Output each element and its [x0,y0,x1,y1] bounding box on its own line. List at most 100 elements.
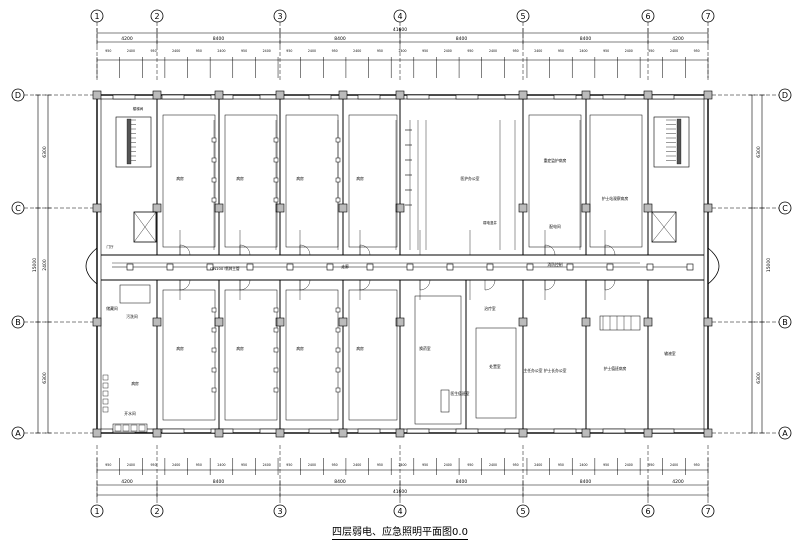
dim-text-bottom-detail: 2400 [127,463,135,467]
window-bottom [357,428,381,434]
axis-label-top: 2 [154,12,159,21]
structural-column [518,317,528,327]
equipment-panel [440,389,450,413]
dim-text-bottom-detail: 2400 [489,463,497,467]
window-top [553,94,577,100]
dim-text-top-detail: 2400 [172,49,180,53]
plan-note: 弱电竖井 [483,220,497,225]
wall-outlet [273,197,279,203]
structural-column [338,203,348,213]
axis-bubble-bottom [393,504,407,518]
shaft-cross [651,211,677,243]
dim-text-bottom-detail: 2400 [579,463,587,467]
wall-outlet [335,197,341,203]
window-bottom [308,428,332,434]
dim-text-top-mid: 8400 [213,36,225,42]
dim-text-bottom-detail: 2400 [353,463,361,467]
dim-text-bottom-detail: 950 [603,463,609,467]
room-label: 开水间 [124,411,136,416]
dim-text-bottom-detail: 2400 [172,463,180,467]
window-bottom [406,428,430,434]
window-top [357,94,381,100]
dim-text-bottom-detail: 2400 [263,463,271,467]
dim-text-top-mid: 8400 [580,36,592,42]
door-swing [299,279,311,291]
structural-column [152,428,162,438]
dim-text-bottom-detail: 950 [422,463,428,467]
door-swing [239,244,251,256]
window-bottom [161,428,185,434]
wall-outlet [211,327,217,333]
door-swing [544,279,556,291]
room-label: 病房 [236,176,244,181]
axis-label-top: 6 [645,12,650,21]
dim-text-right-overall: 15000 [766,258,772,272]
sink [130,424,138,432]
wall-outlet [211,367,217,373]
wall-outlet [211,177,217,183]
room-label: 主任办公室 护士长办公室 [524,368,567,373]
wall-outlet [211,387,217,393]
axis-label-right: C [782,204,788,213]
room-label: 储藏间 [106,306,118,311]
dim-text-bottom-detail: 950 [286,463,292,467]
structural-column [152,90,162,100]
room-label: 病房 [296,176,304,181]
drawing-title: 四层弱电、应急照明平面图0.0 [332,527,468,540]
dim-text-top-detail: 2400 [398,49,406,53]
fixture [102,382,109,389]
axis-label-left: B [15,318,21,327]
outer-wall [96,94,709,434]
window-top [308,94,332,100]
emergency-light [326,263,334,271]
room-label: 消防控制 [547,262,562,267]
stair-handrail [676,118,682,165]
dim-text-top-mid: 4200 [121,36,133,42]
axis-label-top: 4 [397,12,402,21]
dim-text-top-detail: 2400 [263,49,271,53]
room-storage [414,295,462,425]
structural-column [703,90,713,100]
dim-text-top-detail: 950 [332,49,338,53]
stair-right [653,116,690,168]
wall-outlet [335,307,341,313]
dim-text-top-detail: 2400 [579,49,587,53]
plan-note: 楼梯间 [133,106,144,111]
dim-text-bottom-mid: 8400 [456,479,468,485]
dim-text-top-detail: 2400 [489,49,497,53]
structural-column [643,203,653,213]
wall-outlet [335,347,341,353]
axis-label-bottom: 6 [645,507,650,516]
axis-label-bottom: 7 [705,507,710,516]
axis-label-left: C [15,204,21,213]
dim-text-top-detail: 950 [196,49,202,53]
structural-column [214,428,224,438]
axis-bubble-bottom [701,504,715,518]
dim-text-bottom-detail: 950 [196,463,202,467]
window-top [651,94,675,100]
room-label: 治疗室 [484,306,496,311]
wall-outlet [335,177,341,183]
dim-text-bottom-mid: 8400 [580,479,592,485]
structural-column [152,317,162,327]
axis-label-right: D [782,91,788,100]
dim-text-top-detail: 2400 [308,49,316,53]
room-label: 污洗间 [126,314,138,319]
sink [122,424,130,432]
dim-text-bottom-detail: 950 [151,463,157,467]
door-swing [359,279,371,291]
structural-column [643,317,653,327]
axis-label-bottom: 4 [397,507,402,516]
dim-text-top-detail: 950 [377,49,383,53]
dim-text-bottom-mid: 4200 [121,479,133,485]
dim-text-top-detail: 950 [286,49,292,53]
dim-text-left-row: 6300 [42,146,48,158]
dim-text-bottom-detail: 950 [467,463,473,467]
counter [112,423,148,433]
room-outline [285,289,339,421]
wall-outlet [273,137,279,143]
door-swing [544,244,556,256]
structural-column [703,203,713,213]
room-label: 病房 [176,346,184,351]
dim-text-bottom-detail: 2400 [534,463,542,467]
